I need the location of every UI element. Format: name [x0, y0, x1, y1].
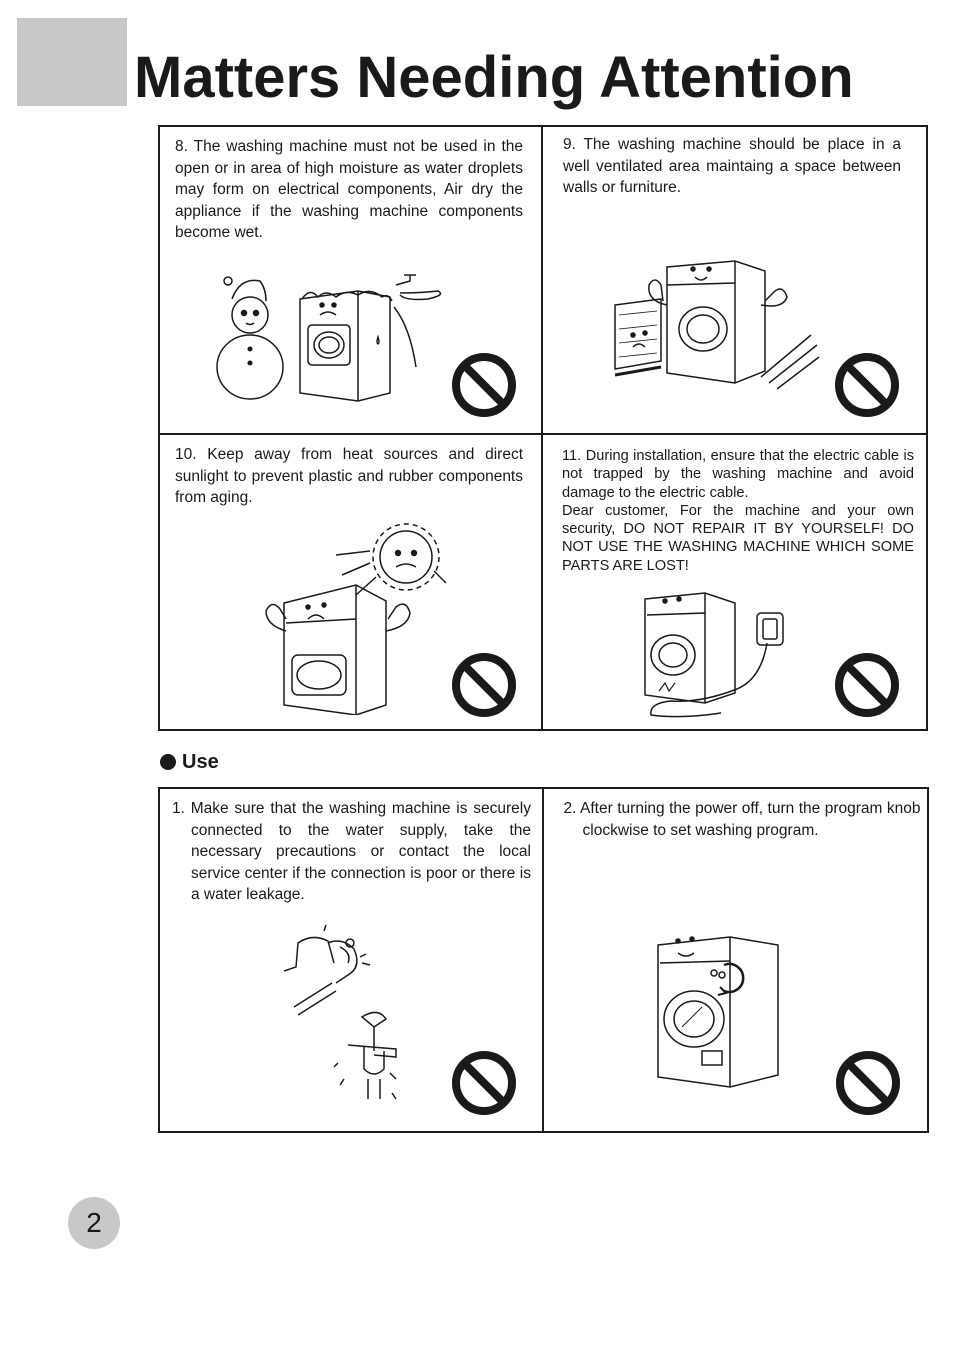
- page-number-badge: 2: [68, 1197, 120, 1249]
- washer-trapped-cable-illustration: [644, 592, 784, 718]
- corner-block-decoration: [17, 18, 127, 106]
- prohibited-icon: [452, 353, 516, 417]
- bullet-dot-icon: [160, 754, 176, 770]
- attention-item-text: 8. The washing machine must not be used …: [175, 138, 523, 242]
- attention-item-text: 10. Keep away from heat sources and dire…: [175, 446, 523, 507]
- attention-item-10: 10. Keep away from heat sources and dire…: [160, 435, 543, 729]
- prohibited-icon: [835, 1051, 900, 1115]
- leaking-tap-illustration: [283, 924, 397, 1100]
- use-item-1: 1. Make sure that the washing machine is…: [160, 789, 544, 1131]
- prohibited-icon: [452, 1051, 516, 1115]
- attention-item-text: 9. The washing machine should be place i…: [563, 136, 901, 197]
- attention-item-text: 11. During installation, ensure that the…: [562, 448, 914, 574]
- use-heading-label: Use: [182, 751, 219, 773]
- attention-item-11: 11. During installation, ensure that the…: [543, 435, 926, 729]
- use-grid: 1. Make sure that the washing machine is…: [158, 787, 929, 1133]
- washer-knob-clockwise-illustration: [656, 936, 779, 1088]
- prohibited-icon: [835, 353, 899, 417]
- washer-under-sun-illustration: [265, 523, 447, 715]
- washer-against-wall-illustration: [614, 260, 820, 390]
- use-item-text: 2. After turning the power off, turn the…: [563, 800, 921, 839]
- attention-grid: 8. The washing machine must not be used …: [158, 125, 928, 731]
- attention-item-8: 8. The washing machine must not be used …: [160, 127, 543, 435]
- attention-item-9: 9. The washing machine should be place i…: [543, 127, 926, 435]
- use-item-2: 2. After turning the power off, turn the…: [544, 789, 928, 1131]
- prohibited-icon: [835, 653, 899, 717]
- page-title: Matters Needing Attention: [134, 45, 854, 110]
- use-section-heading: Use: [160, 750, 219, 774]
- prohibited-icon: [452, 653, 516, 717]
- page-number: 2: [86, 1207, 102, 1238]
- use-item-text: 1. Make sure that the washing machine is…: [172, 800, 531, 904]
- snowman-and-wet-washer-illustration: [216, 274, 442, 402]
